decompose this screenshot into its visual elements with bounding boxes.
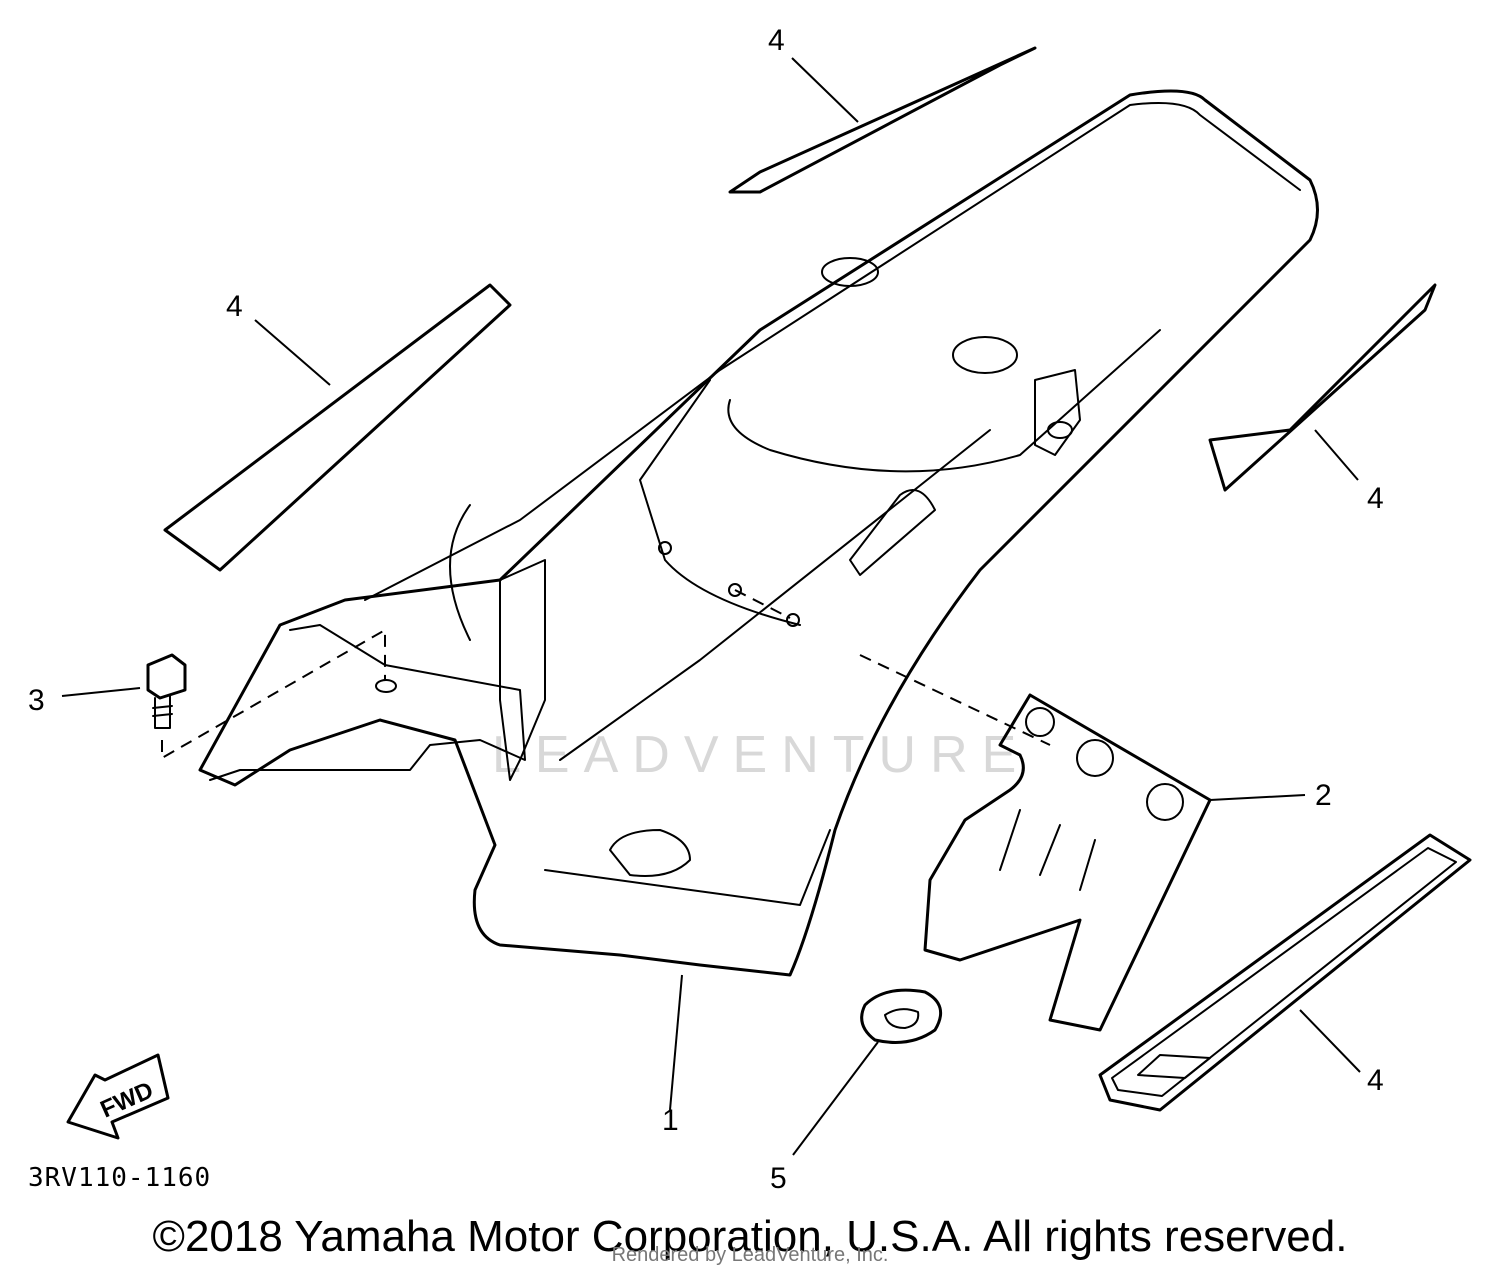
decal-left-part (163, 283, 512, 572)
callout-4-left: 4 (226, 290, 243, 323)
callout-4-top: 4 (768, 24, 785, 57)
callout-1: 1 (662, 1104, 679, 1137)
grommet-part (860, 988, 943, 1044)
callout-5: 5 (770, 1162, 787, 1195)
rendered-by-notice: Rendered by LeadVenture, Inc. (611, 1244, 889, 1266)
decal-top-part (728, 46, 1037, 194)
decal-bottom-part (1098, 833, 1472, 1112)
assembly-line (859, 654, 1051, 746)
callout-3: 3 (28, 684, 45, 717)
leader-lines (61, 57, 1361, 1156)
bolt-part (146, 628, 386, 760)
copyright-notice: ©2018 Yamaha Motor Corporation, U.S.A. A… (152, 1212, 1348, 1261)
callout-4-bottom: 4 (1367, 1064, 1384, 1097)
callout-2: 2 (1315, 779, 1332, 812)
assembly-line (734, 589, 791, 619)
decal-right-part (1208, 283, 1437, 492)
rear-cowl-part (198, 89, 1319, 977)
fwd-arrow-icon: FWD (66, 1053, 170, 1140)
watermark-text: LEADVENTURE (492, 726, 1030, 784)
diagram-code: 3RV110-1160 (28, 1163, 211, 1193)
bracket-plate-part (923, 693, 1212, 1032)
callout-4-right: 4 (1367, 482, 1384, 515)
